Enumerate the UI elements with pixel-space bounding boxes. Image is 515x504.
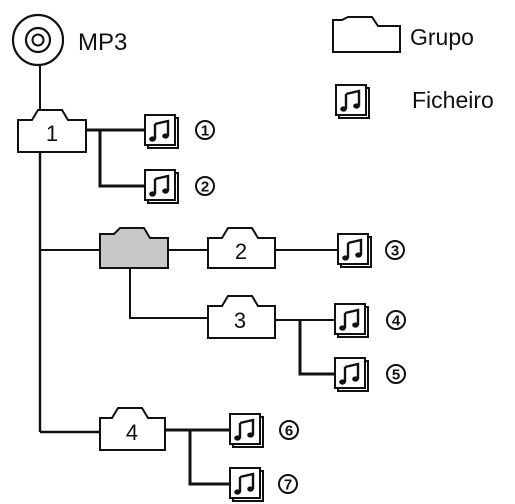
legend-file-label: Ficheiro	[412, 87, 494, 113]
mp3-disc-icon	[11, 13, 65, 67]
music-file-7: 7	[228, 466, 298, 503]
file-number: 6	[285, 423, 293, 440]
music-file-2: 2	[143, 168, 215, 205]
group-folder-1: 1	[17, 109, 87, 153]
group-label: 4	[126, 420, 138, 445]
group-label: 3	[234, 308, 246, 333]
file-number: 4	[392, 313, 401, 330]
group-label: 2	[235, 239, 247, 264]
legend-folder-icon	[332, 16, 401, 53]
legend-group-label: Grupo	[410, 24, 474, 50]
root-label: MP3	[78, 29, 127, 56]
group-folder-shaded	[99, 227, 169, 269]
legend-music-file-icon	[334, 83, 371, 120]
group-folder-3: 3	[207, 295, 276, 339]
group-label: 1	[46, 121, 58, 146]
file-number: 2	[201, 179, 209, 196]
tree-connectors	[38, 65, 338, 486]
music-file-4: 4	[333, 302, 406, 339]
music-file-5: 5	[333, 356, 406, 393]
group-folder-2: 2	[207, 227, 276, 269]
music-file-1: 1	[143, 113, 215, 150]
file-number: 1	[201, 123, 209, 140]
file-number: 7	[284, 477, 292, 494]
file-number: 5	[392, 367, 400, 384]
music-file-3: 3	[336, 232, 405, 269]
group-folder-4: 4	[99, 407, 166, 451]
file-number: 3	[391, 243, 399, 260]
music-file-6: 6	[228, 412, 299, 449]
